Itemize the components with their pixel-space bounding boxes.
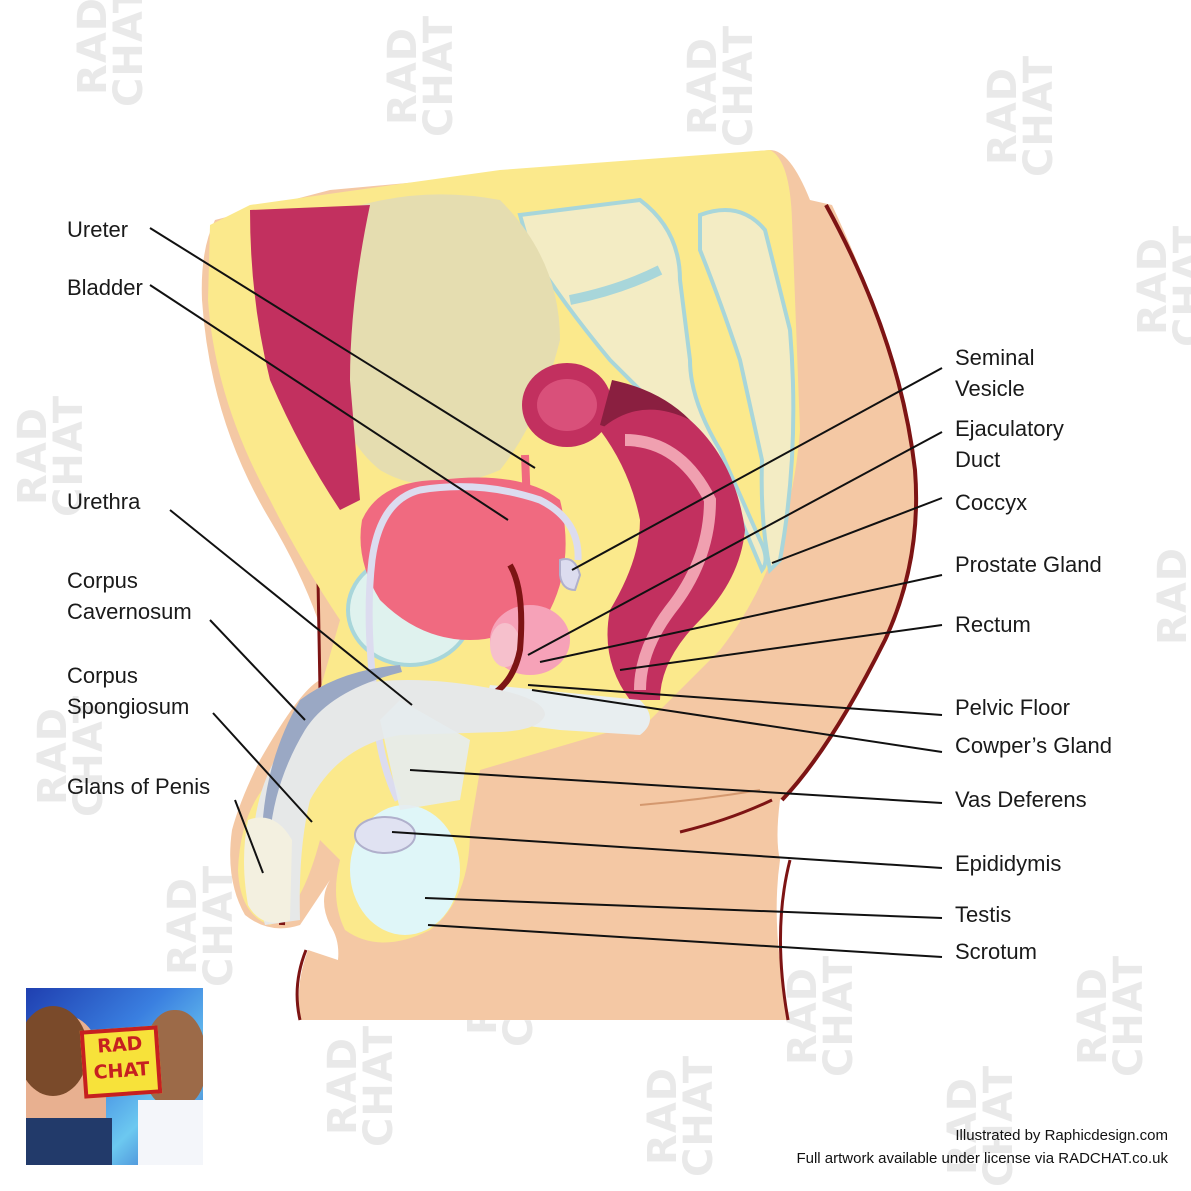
leader-line-vas-deferens — [409, 769, 943, 804]
person-right-shirt — [138, 1100, 203, 1165]
label-ureter: Ureter — [67, 217, 129, 242]
epididymis — [354, 816, 416, 854]
leader-line-corpus-cavernosum — [209, 619, 306, 721]
leader-line-prostate-gland — [539, 574, 943, 663]
leader-line-pelvic-floor — [527, 684, 943, 716]
presenters-photo: RAD CHAT — [26, 988, 203, 1165]
label-ejaculatory-duct: Ejaculatory Duct — [955, 416, 1064, 472]
leader-line-testis — [424, 897, 943, 919]
glans — [244, 817, 292, 923]
corpus-cavernosum — [262, 665, 402, 835]
credit-illustrator: Illustrated by Raphicdesign.com — [955, 1127, 1168, 1144]
radchat-sign: RAD CHAT — [79, 1025, 163, 1099]
label-glans-of-penis: Glans of Penis — [67, 774, 211, 799]
leader-line-bladder — [149, 284, 509, 521]
leader-line-cowpers-gland — [531, 689, 943, 753]
label-vas-deferens: Vas Deferens — [955, 787, 1087, 812]
rectum — [600, 409, 745, 700]
leader-line-corpus-spongiosum — [212, 712, 313, 823]
credit-license: Full artwork available under license via… — [796, 1150, 1168, 1167]
leader-line-ureter — [149, 227, 536, 469]
leader-line-rectum — [619, 624, 943, 671]
leader-line-glans-of-penis — [234, 799, 264, 874]
label-rectum: Rectum — [955, 612, 1031, 637]
leader-line-scrotum — [427, 924, 943, 958]
person-left-hair — [26, 1006, 88, 1096]
abdominal-muscle — [250, 205, 370, 510]
person-left-shirt — [26, 1118, 112, 1165]
seminal-vesicle — [559, 558, 582, 592]
leader-line-epididymis — [391, 831, 943, 869]
leader-line-coccyx — [771, 497, 943, 564]
label-pelvic-floor: Pelvic Floor — [955, 695, 1070, 720]
label-epididymis: Epididymis — [955, 851, 1062, 876]
label-seminal-vesicle: Seminal Vesicle — [955, 345, 1035, 401]
label-coccyx: Coccyx — [955, 490, 1028, 515]
bladder — [360, 477, 566, 640]
label-urethra: Urethra — [67, 489, 141, 514]
label-bladder: Bladder — [67, 275, 143, 300]
label-prostate-gland: Prostate Gland — [955, 552, 1102, 577]
label-corpus-spongiosum: Corpus Spongiosum — [67, 663, 190, 719]
penis-shaft — [253, 680, 545, 925]
label-scrotum: Scrotum — [955, 939, 1037, 964]
abdominal-mass — [330, 194, 560, 485]
spermatic-cord — [380, 700, 470, 810]
leader-line-ejaculatory-duct — [527, 431, 943, 656]
label-testis: Testis — [955, 902, 1012, 927]
label-corpus-cavernosum: Corpus Cavernosum — [67, 568, 192, 624]
label-cowpers-gland: Cowper’s Gland — [955, 733, 1112, 758]
leader-line-seminal-vesicle — [571, 367, 943, 571]
leader-line-urethra — [169, 509, 413, 706]
